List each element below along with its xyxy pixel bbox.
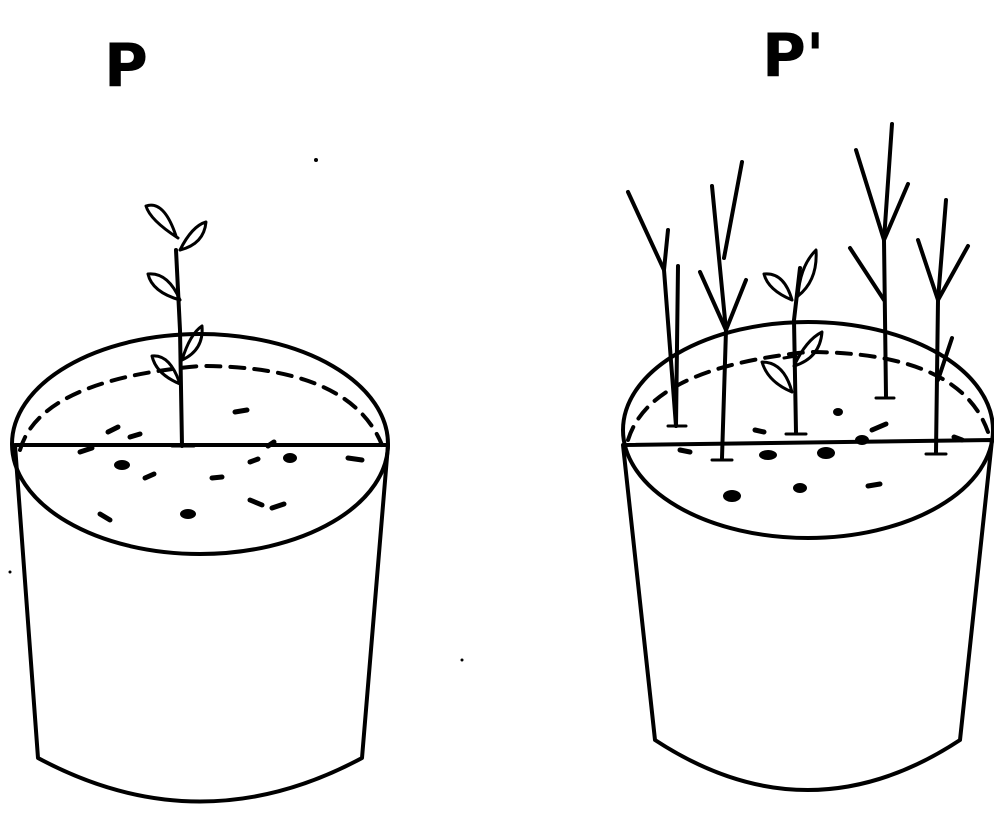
seedling-stem [176,250,182,446]
seedling-right [762,250,822,434]
soil-clod [723,490,741,502]
panel-label-p-prime: P' [762,26,824,86]
grass-plant [918,200,968,454]
pot-left-body [15,445,388,802]
seedling-left [146,205,206,446]
pot-left [12,205,388,801]
leaf [794,332,822,366]
soil-clod [759,450,777,460]
pot-left-soil-specks [80,410,362,520]
soil-clod [855,435,869,445]
leaf [762,362,792,392]
speck [9,571,12,574]
grass-plant [850,124,908,398]
speck [314,158,318,162]
leaf [180,222,206,250]
grass-plant [700,162,746,460]
soil-clod [833,408,843,416]
leaf [764,274,792,300]
pot-right [623,124,993,790]
pot-left-soil-line [20,366,382,450]
soil-clod [114,460,130,470]
soil-clod [793,483,807,493]
leaf [798,250,816,296]
leaf [148,274,180,300]
speck [461,659,464,662]
soil-clod [283,453,297,463]
leaf [182,326,202,360]
leaf [146,205,178,238]
soil-clod [180,509,196,519]
panel-label-p: P [104,36,148,96]
pot-right-body [623,440,992,790]
soil-clod [817,447,835,459]
